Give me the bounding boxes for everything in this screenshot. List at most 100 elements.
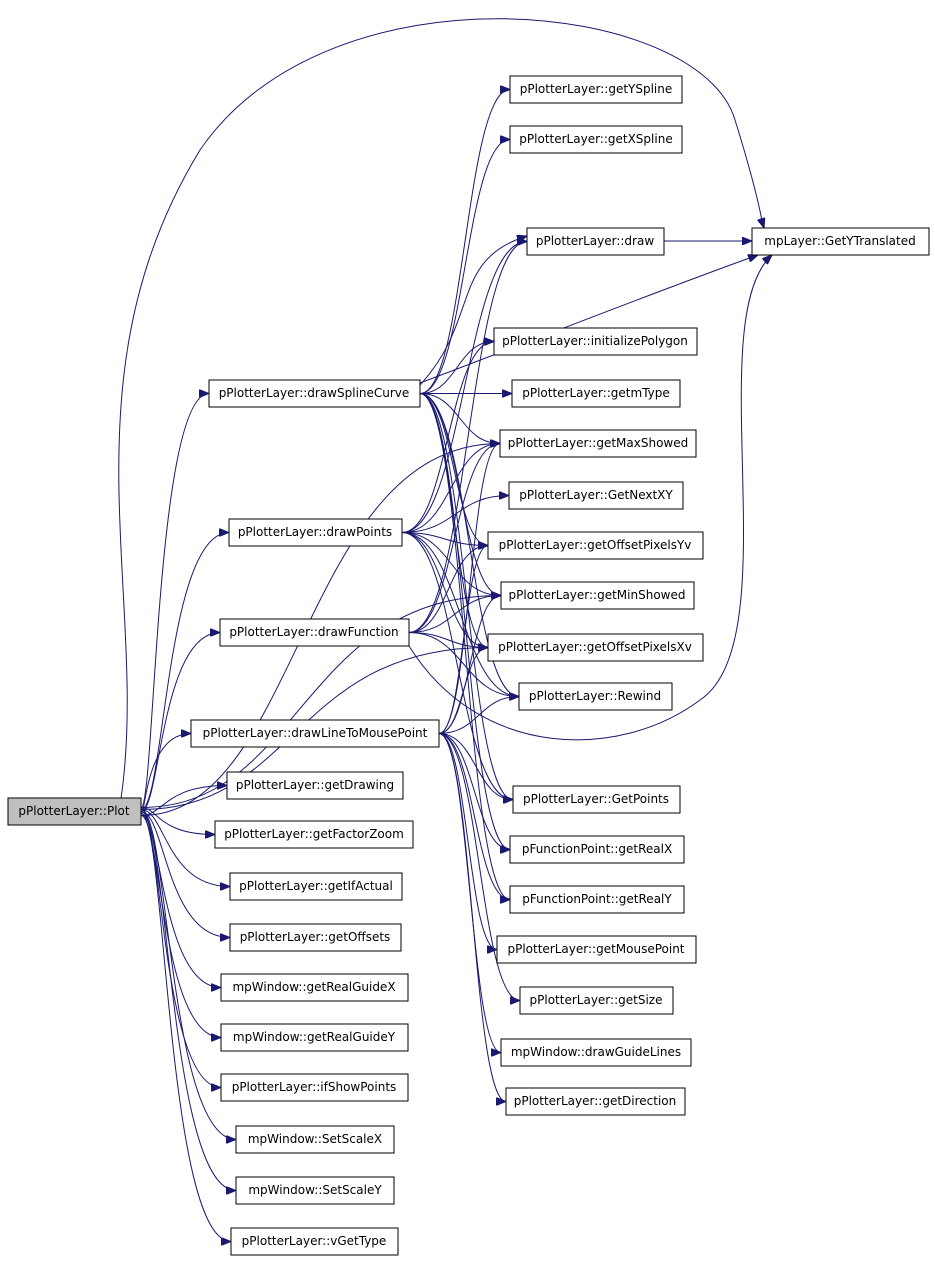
node-initialize-polygon[interactable]: pPlotterLayer::initializePolygon bbox=[493, 327, 698, 356]
edge-draw-function-to-draw bbox=[408, 242, 527, 633]
node-v-get-type[interactable]: pPlotterLayer::vGetType bbox=[230, 1227, 399, 1256]
edge-draw-spline-curve-to-draw bbox=[419, 236, 527, 386]
edge-draw-line-to-mouse-point-to-get-offset-pixels-yv bbox=[438, 546, 489, 734]
node-get-mouse-point-label: pPlotterLayer::getMousePoint bbox=[507, 942, 684, 956]
edge-plot-to-draw-line-to-mouse-point bbox=[140, 734, 191, 814]
node-layer: pPlotterLayer::Plot pPlotterLayer::drawS… bbox=[7, 75, 930, 1256]
node-get-real-guide-y[interactable]: mpWindow::getRealGuideY bbox=[220, 1023, 409, 1052]
node-if-show-points[interactable]: pPlotterLayer::ifShowPoints bbox=[220, 1073, 409, 1102]
edge-draw-function-to-get-min-showed bbox=[408, 596, 501, 633]
edge-draw-spline-curve-to-get-ytranslated bbox=[419, 255, 758, 384]
edge-plot-to-get-factor-zoom bbox=[140, 807, 215, 835]
edge-draw-function-to-get-offset-pixels-yv bbox=[408, 546, 488, 633]
edge-draw-points-to-get-offset-pixels-yv bbox=[401, 532, 488, 546]
node-get-direction-label: pPlotterLayer::getDirection bbox=[514, 1094, 677, 1108]
node-draw-function-label: pPlotterLayer::drawFunction bbox=[229, 625, 398, 639]
edge-draw-spline-curve-to-get-points bbox=[419, 393, 514, 800]
node-get-max-showed[interactable]: pPlotterLayer::getMaxShowed bbox=[499, 429, 697, 458]
edge-draw-line-to-mouse-point-to-get-size bbox=[438, 733, 521, 1001]
node-set-scale-y-label: mpWindow::SetScaleY bbox=[248, 1183, 382, 1197]
node-get-drawing-label: pPlotterLayer::getDrawing bbox=[236, 778, 394, 792]
node-draw-points[interactable]: pPlotterLayer::drawPoints bbox=[228, 518, 403, 547]
edge-draw-points-to-initialize-polygon bbox=[401, 342, 494, 533]
node-get-min-showed-label: pPlotterLayer::getMinShowed bbox=[509, 588, 686, 602]
node-get-next-xy[interactable]: pPlotterLayer::GetNextXY bbox=[508, 481, 684, 510]
edge-draw-spline-curve-to-get-yspline bbox=[419, 90, 511, 394]
edge-draw-spline-curve-to-get-real-y bbox=[419, 393, 511, 900]
edge-draw-line-to-mouse-point-to-get-mouse-point bbox=[438, 733, 498, 950]
edge-draw-spline-curve-to-get-xspline bbox=[419, 140, 510, 394]
edge-draw-function-to-get-ytranslated bbox=[408, 255, 772, 741]
node-get-offset-pixels-yv-label: pPlotterLayer::getOffsetPixelsYv bbox=[499, 538, 692, 552]
node-rewind-label: pPlotterLayer::Rewind bbox=[529, 689, 661, 703]
node-initialize-polygon-label: pPlotterLayer::initializePolygon bbox=[502, 334, 688, 348]
node-get-points[interactable]: pPlotterLayer::GetPoints bbox=[512, 785, 681, 814]
edge-draw-points-to-rewind bbox=[401, 532, 519, 697]
node-get-real-guide-x[interactable]: mpWindow::getRealGuideX bbox=[220, 973, 409, 1002]
node-if-show-points-label: pPlotterLayer::ifShowPoints bbox=[232, 1080, 397, 1094]
node-draw[interactable]: pPlotterLayer::draw bbox=[526, 227, 665, 256]
node-get-real-guide-x-label: mpWindow::getRealGuideX bbox=[232, 980, 395, 994]
node-get-real-x-label: pFunctionPoint::getRealX bbox=[522, 842, 672, 856]
node-get-max-showed-label: pPlotterLayer::getMaxShowed bbox=[508, 436, 688, 450]
node-get-offset-pixels-xv-label: pPlotterLayer::getOffsetPixelsXv bbox=[498, 640, 692, 654]
node-get-offsets-label: pPlotterLayer::getOffsets bbox=[240, 930, 391, 944]
node-draw-function[interactable]: pPlotterLayer::drawFunction bbox=[219, 618, 410, 647]
node-get-min-showed[interactable]: pPlotterLayer::getMinShowed bbox=[500, 581, 695, 610]
edge-draw-line-to-mouse-point-to-get-real-x bbox=[438, 733, 510, 850]
node-plot-label: pPlotterLayer::Plot bbox=[18, 804, 130, 818]
node-get-x-spline[interactable]: pPlotterLayer::getXSpline bbox=[509, 125, 683, 154]
node-v-get-type-label: pPlotterLayer::vGetType bbox=[242, 1234, 387, 1248]
node-get-offset-pixels-xv[interactable]: pPlotterLayer::getOffsetPixelsXv bbox=[487, 633, 704, 662]
edge-layer bbox=[118, 18, 772, 1242]
edge-draw-points-to-get-points bbox=[401, 532, 513, 800]
edge-draw-line-to-mouse-point-to-get-points bbox=[438, 733, 513, 800]
edge-draw-line-to-mouse-point-to-get-offset-pixels-xv bbox=[438, 648, 489, 734]
node-get-factor-zoom-label: pPlotterLayer::getFactorZoom bbox=[224, 827, 404, 841]
node-draw-points-label: pPlotterLayer::drawPoints bbox=[238, 525, 392, 539]
node-get-x-spline-label: pPlotterLayer::getXSpline bbox=[519, 132, 672, 146]
node-get-offset-pixels-yv[interactable]: pPlotterLayer::getOffsetPixelsYv bbox=[487, 531, 704, 560]
node-getm-type[interactable]: pPlotterLayer::getmType bbox=[511, 379, 681, 408]
node-rewind[interactable]: pPlotterLayer::Rewind bbox=[518, 682, 673, 711]
node-draw-guide-lines[interactable]: mpWindow::drawGuideLines bbox=[500, 1038, 692, 1067]
node-draw-line-to-mouse-point[interactable]: pPlotterLayer::drawLineToMousePoint bbox=[190, 719, 440, 748]
node-get-y-translated-label: mpLayer::GetYTranslated bbox=[764, 234, 915, 248]
edge-draw-line-to-mouse-point-to-get-real-y bbox=[438, 733, 511, 900]
node-get-factor-zoom[interactable]: pPlotterLayer::getFactorZoom bbox=[214, 820, 414, 849]
node-get-y-spline[interactable]: pPlotterLayer::getYSpline bbox=[509, 75, 683, 104]
node-set-scale-y[interactable]: mpWindow::SetScaleY bbox=[235, 1176, 395, 1205]
edge-draw-function-to-get-max-showed bbox=[408, 444, 500, 633]
node-set-scale-x[interactable]: mpWindow::SetScaleX bbox=[235, 1125, 395, 1154]
edge-plot-to-set-scale-y bbox=[140, 811, 236, 1191]
node-get-drawing[interactable]: pPlotterLayer::getDrawing bbox=[226, 771, 404, 800]
edge-draw-points-to-get-offset-pixels-xv bbox=[401, 532, 488, 648]
edge-plot-to-draw-function bbox=[140, 633, 220, 812]
node-get-points-label: pPlotterLayer::GetPoints bbox=[523, 792, 669, 806]
node-get-if-actual[interactable]: pPlotterLayer::getIfActual bbox=[229, 872, 403, 901]
node-get-real-guide-y-label: mpWindow::getRealGuideY bbox=[233, 1030, 396, 1044]
node-draw-guide-lines-label: mpWindow::drawGuideLines bbox=[511, 1045, 681, 1059]
edge-draw-spline-curve-to-get-real-x bbox=[419, 393, 511, 850]
node-get-mouse-point[interactable]: pPlotterLayer::getMousePoint bbox=[496, 935, 697, 964]
node-draw-line-to-mouse-point-label: pPlotterLayer::drawLineToMousePoint bbox=[203, 726, 428, 740]
node-get-direction[interactable]: pPlotterLayer::getDirection bbox=[505, 1087, 686, 1116]
node-draw-spline-curve[interactable]: pPlotterLayer::drawSplineCurve bbox=[208, 379, 421, 408]
edge-plot-to-set-scale-x bbox=[140, 809, 236, 1140]
edge-plot-to-draw-points bbox=[140, 533, 229, 810]
edge-plot-to-get-offsets bbox=[140, 811, 230, 938]
node-get-y-translated[interactable]: mpLayer::GetYTranslated bbox=[751, 227, 930, 256]
node-get-size[interactable]: pPlotterLayer::getSize bbox=[519, 986, 674, 1015]
edge-plot-to-draw-spline-curve bbox=[140, 394, 209, 808]
node-plot[interactable]: pPlotterLayer::Plot bbox=[7, 797, 142, 826]
node-get-real-x[interactable]: pFunctionPoint::getRealX bbox=[509, 835, 685, 864]
node-getm-type-label: pPlotterLayer::getmType bbox=[522, 386, 670, 400]
edge-draw-spline-curve-to-get-max-showed bbox=[419, 393, 500, 444]
node-get-if-actual-label: pPlotterLayer::getIfActual bbox=[239, 879, 393, 893]
node-get-real-y[interactable]: pFunctionPoint::getRealY bbox=[509, 885, 685, 914]
edge-draw-points-to-get-max-showed bbox=[401, 444, 500, 533]
node-get-offsets[interactable]: pPlotterLayer::getOffsets bbox=[229, 923, 402, 952]
node-set-scale-x-label: mpWindow::SetScaleX bbox=[248, 1132, 382, 1146]
node-get-real-y-label: pFunctionPoint::getRealY bbox=[522, 892, 672, 906]
